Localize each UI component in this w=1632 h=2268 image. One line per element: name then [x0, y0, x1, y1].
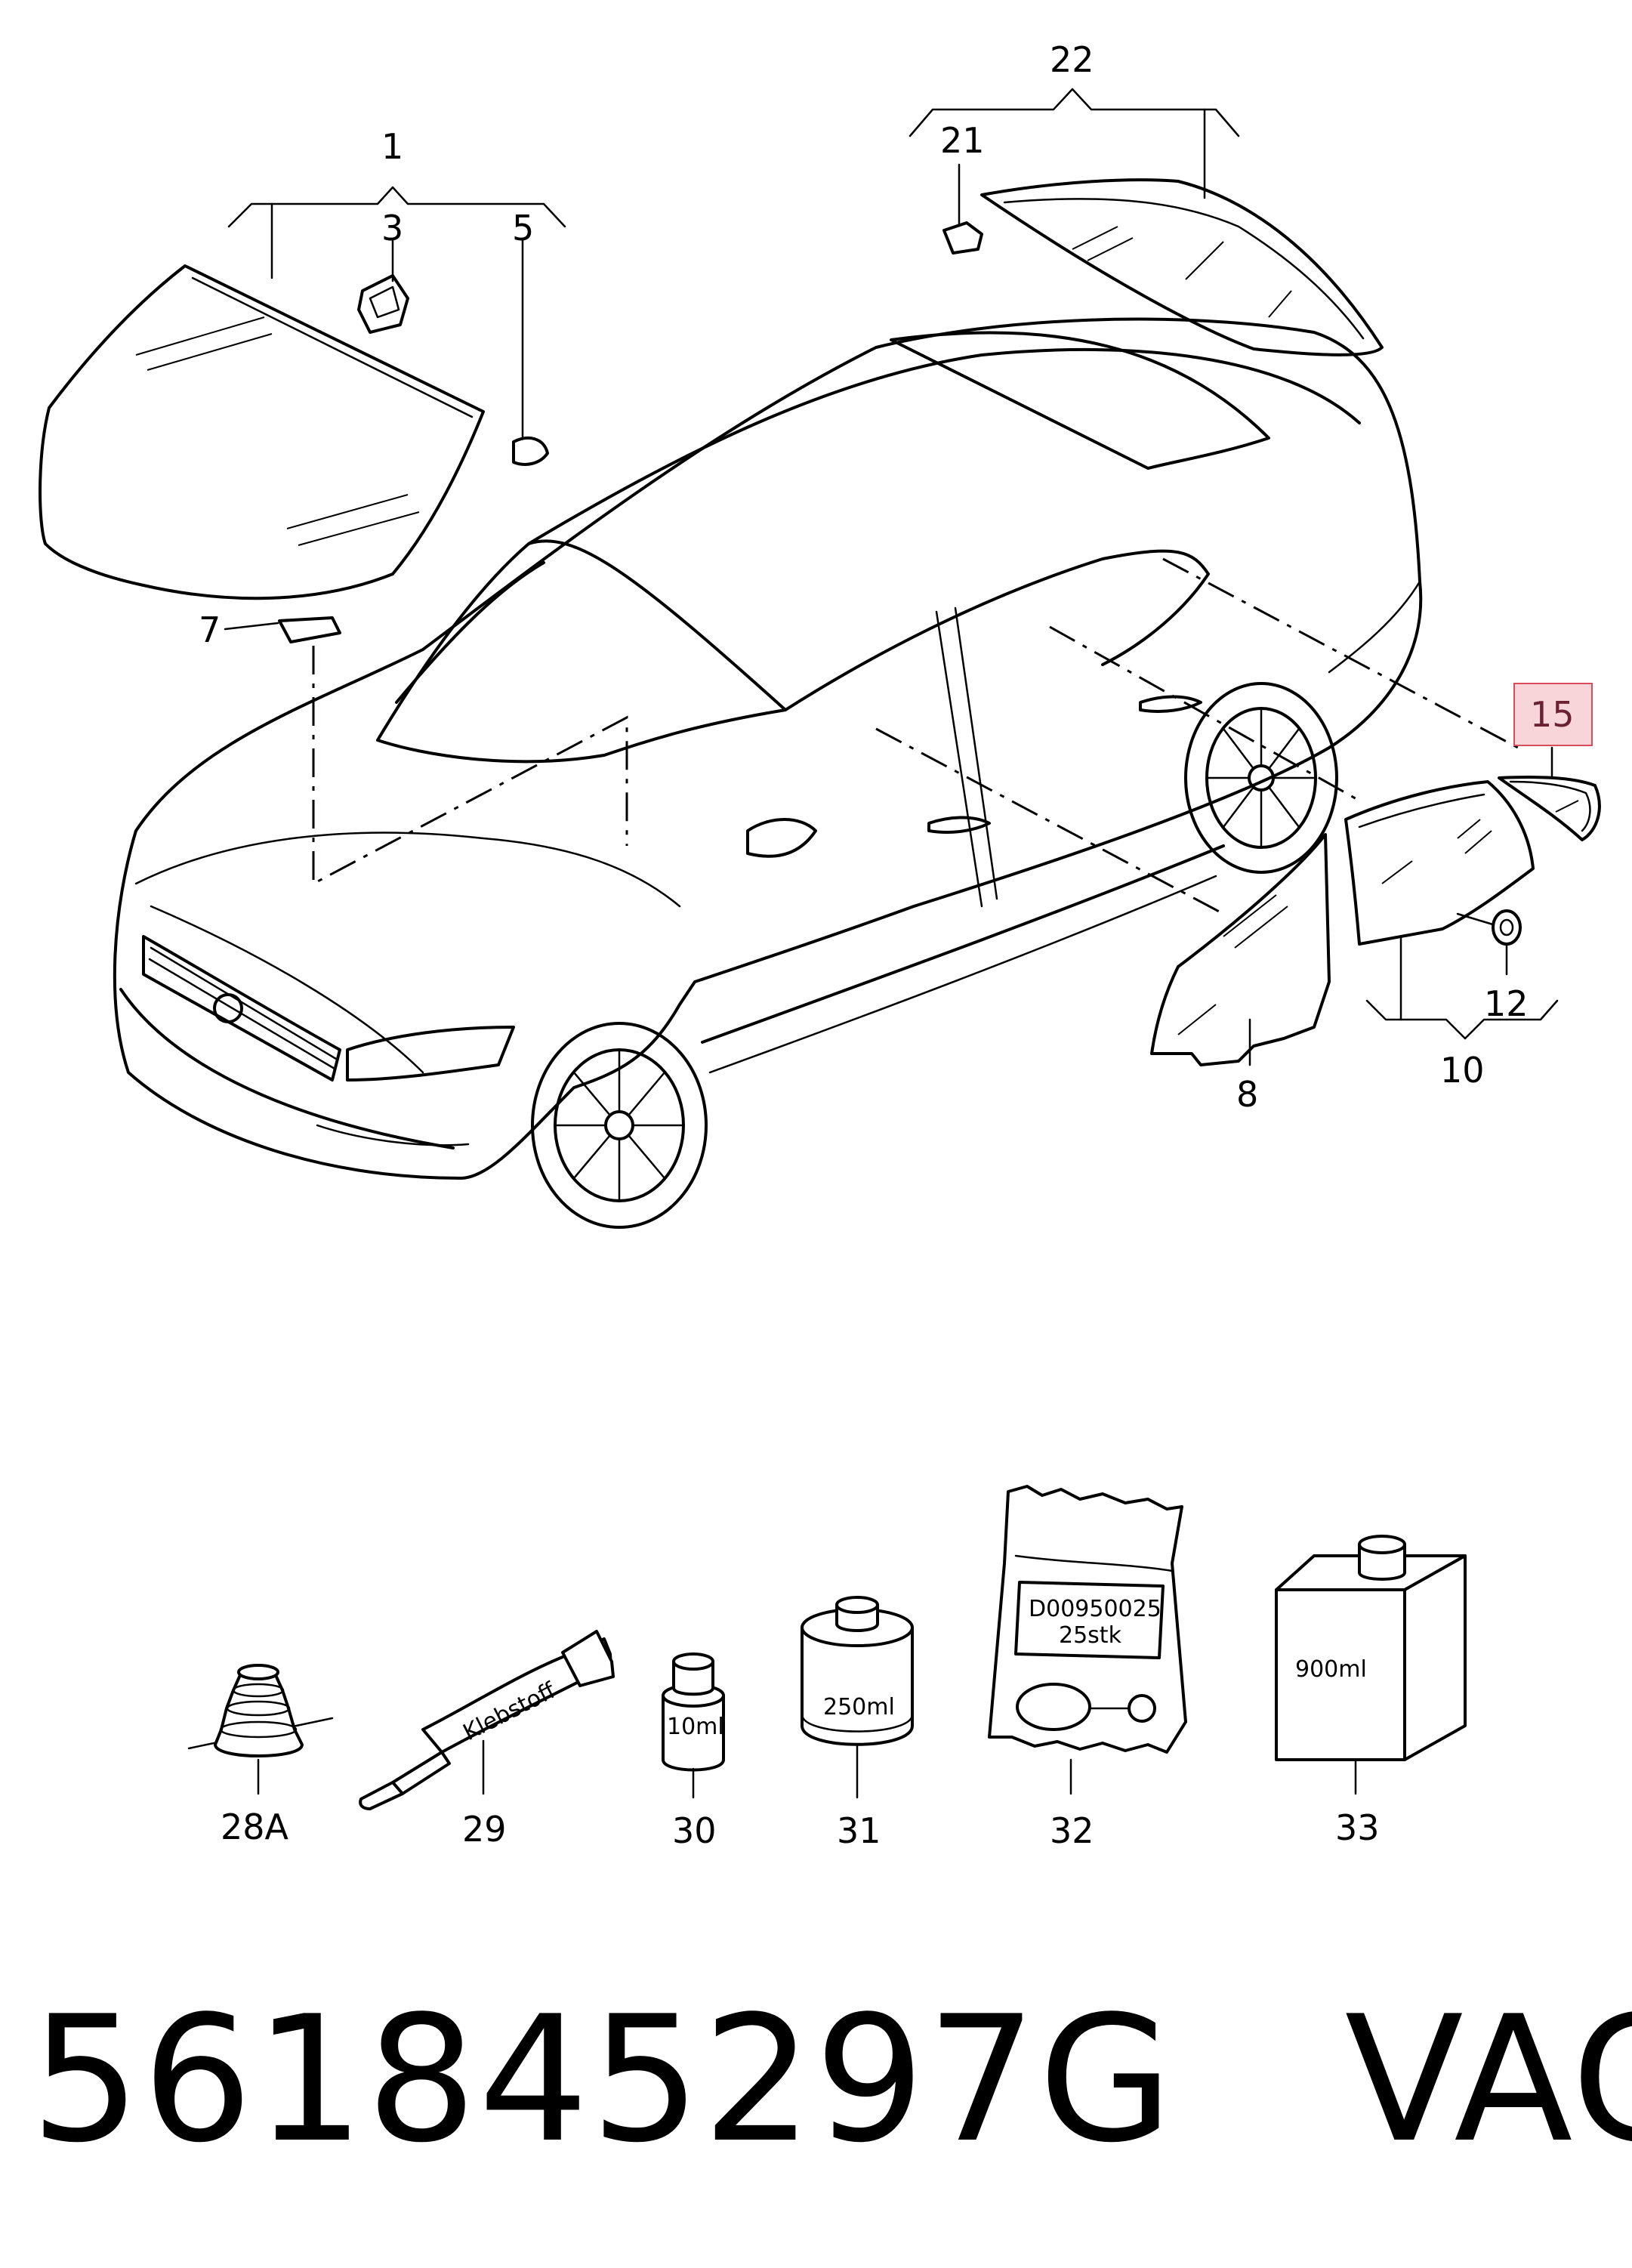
glue-tube: Klebstoff 29 [359, 1630, 615, 1850]
car-illustration [113, 317, 1423, 1229]
footer-spacer [1174, 1979, 1344, 2181]
callout-12: 12 [1484, 983, 1529, 1024]
callout-28a: 28A [221, 1807, 289, 1847]
callout-21: 21 [940, 120, 985, 161]
callout-10: 10 [1440, 1050, 1485, 1091]
can-label: 250ml [823, 1694, 895, 1720]
callout-31: 31 [837, 1810, 881, 1851]
callout-3: 3 [381, 208, 403, 248]
quarter-glass [1498, 776, 1601, 841]
callout-7: 7 [199, 609, 221, 650]
highlight-box-15 [1513, 683, 1593, 746]
brand-name: VAG [1344, 1979, 1632, 2181]
rear-door-glass [1344, 780, 1535, 946]
callout-33: 33 [1335, 1807, 1380, 1848]
callout-30: 30 [672, 1810, 717, 1851]
callout-8: 8 [1236, 1074, 1258, 1115]
small-bottle: 10ml 30 [662, 1652, 725, 1851]
assembly-lines [312, 557, 1519, 915]
callout-32: 32 [1050, 1810, 1094, 1851]
callout-1: 1 [381, 126, 403, 167]
part-number: 561845297G [30, 1979, 1175, 2181]
callout-29: 29 [462, 1809, 507, 1850]
adhesive-can: 250ml 31 [801, 1596, 914, 1851]
footer-part-number: 561845297G VAG [30, 1994, 1632, 2168]
windshield-glass [39, 264, 549, 643]
callout-22: 22 [1050, 39, 1094, 80]
bag-qty: 25stk [1059, 1622, 1122, 1649]
front-door-glass [1150, 833, 1331, 1066]
rear-window-glass [942, 178, 1384, 356]
cleaner-canister: 900ml 33 [1275, 1535, 1467, 1848]
leader-lines [224, 88, 1559, 1066]
small-bottle-label: 10ml [667, 1714, 724, 1740]
accessories: 28A Klebstoff 29 10ml 30 [187, 1485, 1467, 1851]
spacer-item: 28A [187, 1664, 334, 1847]
canister-label: 900ml [1295, 1656, 1367, 1683]
parts-bag: D00950025 25stk 32 [988, 1485, 1187, 1851]
callout-labels: 1 3 5 7 21 22 8 10 12 15 [199, 39, 1593, 1115]
callout-5: 5 [512, 208, 534, 248]
bag-code: D00950025 [1029, 1596, 1162, 1622]
callout-15: 15 [1530, 694, 1575, 735]
